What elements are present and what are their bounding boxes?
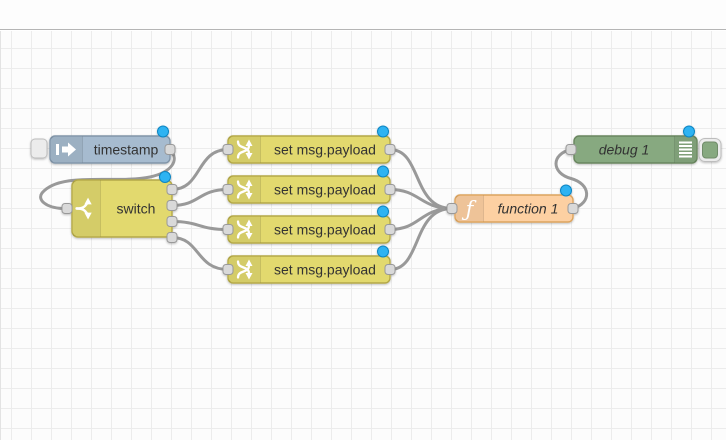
wire-function-to-debug[interactable] [554, 148, 589, 210]
change2-output-port[interactable] [384, 184, 396, 195]
change4-output-port[interactable] [384, 264, 396, 275]
wire-change4-to-function[interactable] [388, 207, 454, 271]
wire-switch3-to-change3[interactable] [170, 220, 230, 231]
change2-changed-indicator [377, 165, 389, 178]
change2-icon-area [229, 177, 260, 202]
node-change-4[interactable]: set msg.payload [222, 245, 396, 284]
inject-button[interactable] [30, 138, 48, 159]
node-inject-timestamp[interactable]: timestamp [30, 125, 176, 164]
change3-input-port[interactable] [222, 224, 234, 235]
inject-output-port[interactable] [164, 144, 176, 155]
change3-changed-indicator [377, 205, 389, 218]
node-change-1[interactable]: set msg.payload [222, 125, 396, 164]
node-change-2[interactable]: set msg.payload [222, 165, 396, 204]
switch-changed-indicator [159, 171, 171, 183]
switch-output-port-3[interactable] [166, 216, 178, 227]
function-input-port[interactable] [446, 203, 458, 214]
function-icon-area [456, 196, 483, 221]
wire-switch2-to-change2[interactable] [170, 188, 230, 207]
debug-toggle-button-inner[interactable] [702, 141, 718, 159]
function-node-label: function 1 [498, 201, 559, 217]
change2-input-port[interactable] [222, 184, 234, 195]
debug-input-port[interactable] [565, 144, 577, 155]
change1-changed-indicator [377, 125, 389, 138]
inject-changed-indicator [157, 125, 169, 138]
switch-output-port-1[interactable] [166, 184, 178, 195]
node-debug-1[interactable]: debug 1 [565, 125, 722, 164]
change1-node-label: set msg.payload [274, 142, 376, 158]
change1-icon-area [229, 137, 260, 162]
change4-changed-indicator [377, 245, 389, 258]
header-bar [0, 0, 726, 30]
function-f-icon: ƒ [462, 197, 477, 221]
debug-node-label: debug 1 [599, 142, 650, 158]
switch-input-port[interactable] [61, 203, 73, 214]
debug-lines-icon [679, 141, 692, 158]
wire-change3-to-function[interactable] [388, 207, 454, 231]
change3-output-port[interactable] [384, 224, 396, 235]
change4-icon-area [229, 257, 260, 282]
node-function-1[interactable]: ƒ function 1 [446, 184, 579, 223]
function-output-port[interactable] [567, 203, 579, 214]
wire-switch4-to-change4[interactable] [170, 236, 230, 271]
change2-node-label: set msg.payload [274, 182, 376, 198]
switch-output-port-4[interactable] [166, 232, 178, 243]
wire-change2-to-function[interactable] [388, 188, 454, 210]
switch-output-port-2[interactable] [166, 200, 178, 211]
change3-node-label: set msg.payload [274, 222, 376, 238]
change3-icon-area [229, 217, 260, 242]
node-switch[interactable]: switch [61, 171, 178, 243]
change4-input-port[interactable] [222, 264, 234, 275]
debug-changed-indicator [683, 125, 695, 138]
switch-node-label: switch [117, 201, 156, 217]
inject-node-label: timestamp [94, 142, 159, 158]
change1-input-port[interactable] [222, 144, 234, 155]
change4-node-label: set msg.payload [274, 262, 376, 278]
change1-output-port[interactable] [384, 144, 396, 155]
function-changed-indicator [560, 184, 572, 197]
wire-switch1-to-change1[interactable] [170, 148, 230, 191]
node-change-3[interactable]: set msg.payload [222, 205, 396, 244]
